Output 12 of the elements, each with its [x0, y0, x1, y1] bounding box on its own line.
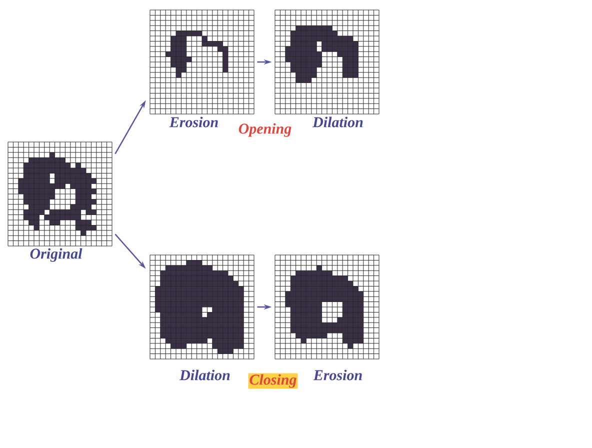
- node-label: Dilation: [179, 370, 230, 380]
- pixel-grid-drawing: [274, 10, 380, 114]
- node-label: Dilation: [312, 116, 363, 128]
- node-label: Erosion: [313, 370, 362, 380]
- node-label: Erosion: [169, 116, 218, 128]
- pixel-grid-drawing: [150, 254, 254, 360]
- pixel-grid-drawing: [8, 142, 112, 246]
- operation-label: Opening: [238, 123, 292, 137]
- node-label: Original: [30, 248, 82, 262]
- pixel-grid-drawing: [150, 10, 254, 114]
- pixel-grid-drawing: [274, 254, 380, 360]
- operation-label: Closing: [248, 373, 298, 389]
